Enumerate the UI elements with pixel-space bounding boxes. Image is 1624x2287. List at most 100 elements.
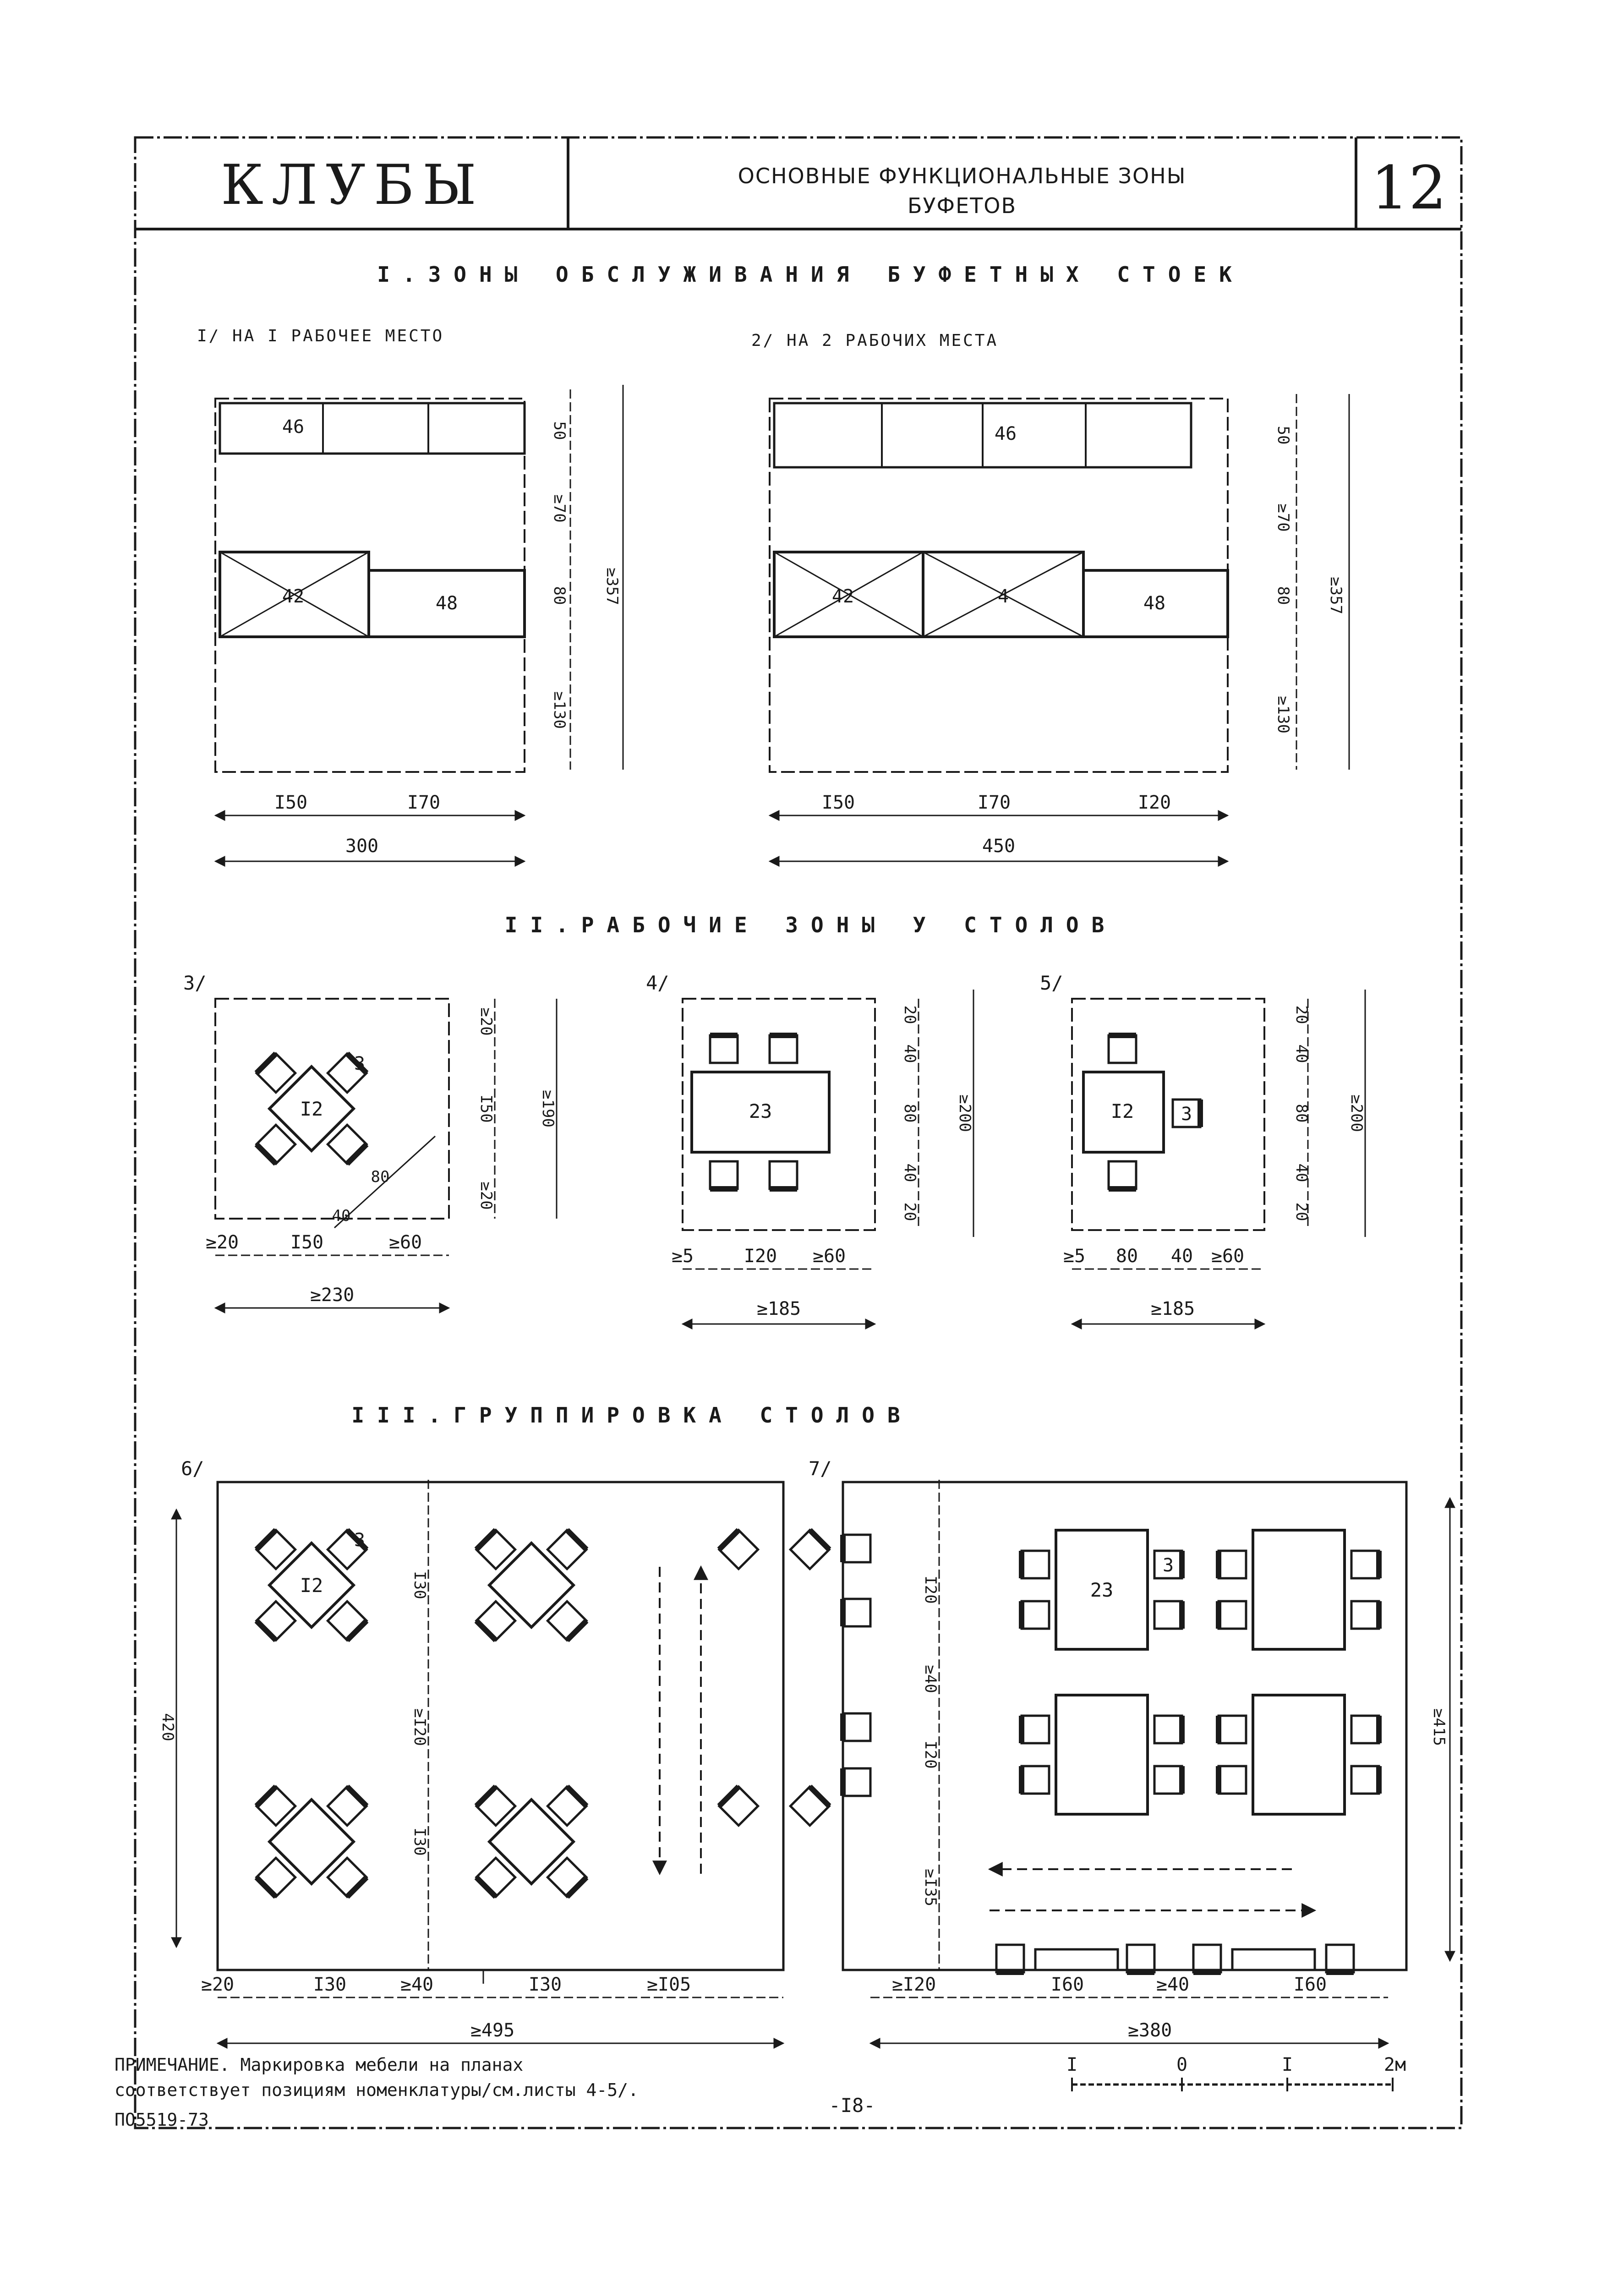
fig5-dim-20-top: 20: [1292, 1006, 1311, 1024]
fig7-dim-c2: I60: [1294, 1974, 1327, 1995]
fig6-dim-c2: I30: [529, 1974, 562, 1995]
fig2-counter-c-label: 48: [1143, 593, 1165, 614]
fig7-chair-label: 3: [1163, 1555, 1174, 1576]
fig2-dim-total-h: ≥357: [1327, 577, 1345, 614]
fig6-dim-mid: ≥40: [400, 1974, 433, 1995]
footer-note-line-1: ПРИМЕЧАНИЕ. Маркировка мебели на планах: [115, 2055, 523, 2075]
fig2-plan: [768, 394, 1350, 867]
fig3-dim-total-h: ≥190: [539, 1090, 557, 1127]
fig3-dim-left: ≥20: [206, 1232, 239, 1253]
fig4-dim-40-top: 40: [901, 1045, 919, 1063]
section3-title: III.ГРУППИРОВКА СТОЛОВ: [351, 1403, 913, 1428]
fig1-dim-170: I70: [407, 792, 440, 813]
fig6-dim-120: ≥I20: [410, 1708, 429, 1746]
fig7-dim-total-h: ≥415: [1430, 1708, 1448, 1746]
section2-title: II.РАБОЧИЕ ЗОНЫ У СТОЛОВ: [505, 913, 1117, 937]
footer-note-line-2: соответствует позициям номенклатуры/см.л…: [115, 2080, 639, 2100]
fig1-counter-b-label: 48: [436, 593, 458, 614]
fig5-caption: 5/: [1040, 972, 1063, 994]
fig5-table-label: I2: [1111, 1100, 1134, 1122]
footer-code: ПО5519-73: [115, 2110, 209, 2130]
fig2-dim-50: 50: [1274, 426, 1292, 445]
fig7-caption: 7/: [809, 1457, 832, 1480]
fig2-counter-a-label: 42: [832, 586, 854, 607]
fig1-dim-50: 50: [550, 421, 569, 440]
fig3-table-label: I2: [300, 1098, 323, 1120]
fig7-dim-c1: I60: [1051, 1974, 1084, 1995]
fig1-dim-80: 80: [550, 586, 569, 605]
scale-label-1: I: [1066, 2054, 1077, 2075]
fig6-dim-130a: I30: [410, 1571, 429, 1599]
fig2-dim-170: I70: [978, 792, 1011, 813]
fig5-plan: [1071, 990, 1366, 1330]
sheet-number: 12: [1371, 153, 1446, 223]
fig5-dim-right: ≥60: [1211, 1246, 1244, 1267]
fig6-plan: [171, 1480, 829, 2049]
fig1-dim-70: ≥70: [550, 494, 569, 522]
scale-label-1b: I: [1282, 2054, 1293, 2075]
fig4-table-label: 23: [749, 1100, 772, 1122]
fig6-caption: 6/: [181, 1457, 204, 1480]
fig1-plan: [214, 385, 624, 867]
fig7-dim-40: ≥40: [921, 1665, 940, 1693]
fig1-caption: I/ НА I РАБОЧЕЕ МЕСТО: [197, 327, 444, 345]
fig7-dim-left: ≥I20: [892, 1974, 936, 1995]
fig6-dim-130b: I30: [410, 1827, 429, 1855]
fig6-dim-total-w: ≥495: [470, 2020, 514, 2041]
fig1-dim-total-w: 300: [345, 836, 378, 857]
fig1-shelf-label: 46: [282, 416, 304, 438]
header-subtitle-1: ОСНОВНЫЕ ФУНКЦИОНАЛЬНЫЕ ЗОНЫ: [738, 164, 1187, 188]
fig7-table-label: 23: [1090, 1579, 1114, 1601]
fig2-dim-150: I50: [822, 792, 855, 813]
fig5-dim-40-bot: 40: [1292, 1164, 1311, 1182]
fig7-dim-120a: I20: [921, 1576, 940, 1603]
scale-bar: [1071, 2078, 1394, 2091]
page-number: -I8-: [829, 2094, 875, 2117]
fig4-dim-right: ≥60: [813, 1246, 846, 1267]
fig3-chair-label: 3: [354, 1053, 365, 1074]
fig2-dim-70: ≥70: [1274, 503, 1292, 531]
fig3-dim-mid: I50: [477, 1094, 495, 1122]
fig4-dim-left: ≥5: [672, 1246, 694, 1267]
scale-label-2: 2м: [1384, 2054, 1406, 2075]
fig2-shelf-label: 46: [995, 423, 1017, 444]
fig5-dim-80: 80: [1292, 1104, 1311, 1123]
fig1-dim-total-h: ≥357: [603, 568, 621, 605]
fig3-dim-diag2: 40: [332, 1207, 351, 1225]
fig4-dim-20-bot: 20: [901, 1203, 919, 1221]
fig5-dim-40-top: 40: [1292, 1045, 1311, 1063]
fig5-dim-total-w: ≥185: [1151, 1298, 1195, 1319]
fig5-dim-left: ≥5: [1063, 1246, 1085, 1267]
fig2-dim-120: I20: [1138, 792, 1171, 813]
fig2-dim-130: ≥130: [1274, 696, 1292, 733]
fig4-dim-center: I20: [744, 1246, 777, 1267]
fig7-dim-total-w: ≥380: [1128, 2020, 1172, 2041]
fig4-dim-total-h: ≥200: [956, 1094, 974, 1132]
fig5-dim-20-bot: 20: [1292, 1203, 1311, 1221]
fig6-table-label: I2: [300, 1574, 323, 1597]
fig5-dim-total-h: ≥200: [1347, 1094, 1366, 1132]
fig3-dim-top: ≥20: [477, 1007, 495, 1035]
fig3-dim-center: I50: [290, 1232, 323, 1253]
fig1-dim-130: ≥130: [550, 691, 569, 729]
fig1-dim-150: I50: [274, 792, 307, 813]
fig4-plan: [681, 990, 974, 1330]
fig4-dim-80: 80: [901, 1104, 919, 1123]
fig2-dim-total-w: 450: [982, 836, 1015, 857]
fig3-caption: 3/: [183, 972, 207, 994]
fig6-dim-left: ≥20: [201, 1974, 234, 1995]
fig7-dim-120b: I20: [921, 1740, 940, 1768]
header-title: КЛУБЫ: [221, 153, 485, 217]
fig4-dim-20-top: 20: [901, 1006, 919, 1024]
fig4-caption: 4/: [646, 972, 669, 994]
fig5-chair-label: 3: [1181, 1104, 1192, 1125]
fig2-counter-b-label: 4: [998, 586, 1009, 607]
fig2-caption: 2/ НА 2 РАБОЧИХ МЕСТА: [751, 331, 998, 350]
fig3-dim-bot: ≥20: [477, 1182, 495, 1209]
header-subtitle-2: БУФЕТОВ: [908, 193, 1017, 218]
section1-title: I.ЗОНЫ ОБСЛУЖИВАНИЯ БУФЕТНЫХ СТОЕК: [377, 262, 1245, 287]
page-frame: [134, 136, 1463, 2129]
fig3-dim-diag: 80: [371, 1168, 390, 1186]
fig5-dim-c2: 40: [1171, 1246, 1193, 1267]
